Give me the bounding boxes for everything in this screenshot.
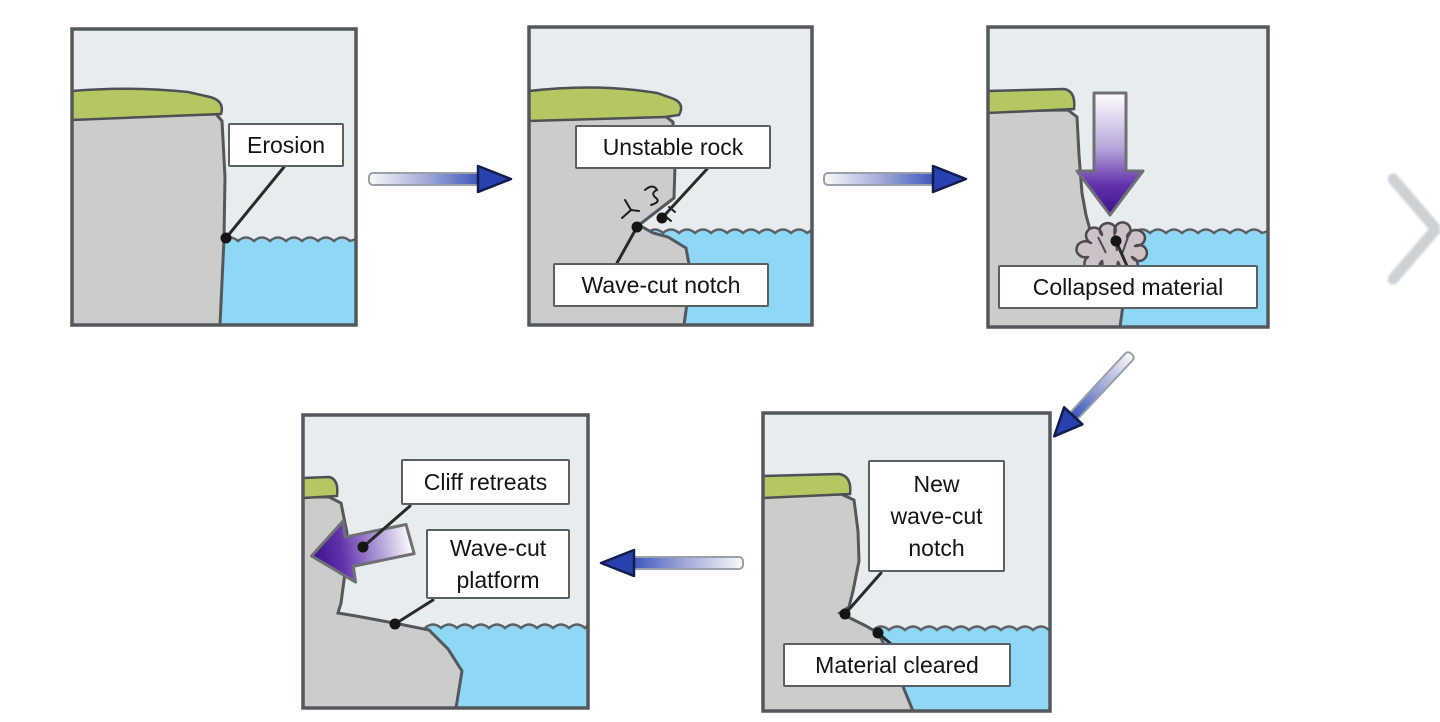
pointer-dot bbox=[631, 221, 643, 233]
pointer-dot bbox=[389, 618, 401, 630]
pointer-line bbox=[843, 571, 883, 616]
grass-shape bbox=[70, 87, 224, 122]
label-wave-cut-platform: Wave-cut platform bbox=[426, 529, 570, 599]
flow-arrow-left bbox=[598, 545, 746, 581]
label-erosion: Erosion bbox=[228, 123, 344, 167]
pointer-dot bbox=[656, 212, 668, 224]
label-unstable-rock: Unstable rock bbox=[575, 125, 771, 169]
water-shape bbox=[425, 624, 588, 708]
panel-frame bbox=[70, 27, 358, 327]
flow-arrow-right-1 bbox=[366, 161, 514, 197]
carousel-next-button[interactable] bbox=[1387, 172, 1440, 286]
right-arrow-icon bbox=[823, 164, 968, 194]
pointer-dot bbox=[839, 608, 851, 620]
label-wave-cut-notch: Wave-cut notch bbox=[553, 263, 769, 307]
waterline bbox=[1133, 228, 1269, 235]
pointer-line bbox=[393, 598, 435, 626]
grass-shape bbox=[301, 475, 339, 500]
flow-arrow-right-2 bbox=[821, 161, 969, 197]
panel-cliff-retreats: Cliff retreats Wave-cut platform bbox=[301, 413, 590, 710]
label-cliff-retreats: Cliff retreats bbox=[401, 459, 570, 505]
panel-frame bbox=[986, 25, 1270, 329]
pointer-line bbox=[660, 167, 709, 220]
panel-unstable-rock: Unstable rock Wave-cut notch bbox=[527, 25, 814, 327]
waterline bbox=[424, 623, 589, 630]
waterline bbox=[221, 236, 357, 243]
rubble-pile bbox=[1075, 221, 1149, 276]
chevron-right-icon bbox=[1387, 173, 1440, 285]
cliff-shape bbox=[70, 112, 227, 327]
grass-shape bbox=[761, 472, 852, 500]
pointer-line bbox=[224, 165, 286, 240]
pointer-dot bbox=[872, 627, 884, 639]
panel-frame bbox=[301, 413, 590, 710]
scene-erosion bbox=[70, 27, 358, 327]
label-collapsed-material: Collapsed material bbox=[998, 265, 1258, 309]
label-new-wave-cut-notch: New wave-cut notch bbox=[868, 460, 1005, 572]
water-shape bbox=[220, 237, 356, 325]
panel-erosion: Erosion bbox=[70, 27, 358, 327]
pointer-dot bbox=[220, 232, 232, 244]
panel-new-wave-cut-notch: New wave-cut notch Material cleared bbox=[761, 411, 1052, 713]
waterline bbox=[872, 625, 1052, 633]
pointer-line bbox=[361, 504, 412, 549]
grass-shape bbox=[527, 86, 683, 123]
right-arrow-icon bbox=[368, 164, 513, 194]
waterline bbox=[646, 228, 813, 235]
pointer-line bbox=[615, 225, 639, 265]
panel-frame bbox=[527, 25, 814, 327]
left-arrow-icon bbox=[599, 548, 744, 578]
panel-collapsed-material: Collapsed material bbox=[986, 25, 1270, 329]
label-material-cleared: Material cleared bbox=[783, 643, 1011, 687]
diagonal-arrow-icon bbox=[1052, 351, 1135, 438]
collapse-arrow-icon bbox=[1075, 91, 1145, 217]
pointer-dot bbox=[1110, 235, 1122, 247]
panel-frame bbox=[761, 411, 1052, 713]
flow-arrow-down-left bbox=[1032, 333, 1152, 453]
grass-shape bbox=[986, 87, 1076, 115]
pointer-dot bbox=[357, 541, 369, 553]
